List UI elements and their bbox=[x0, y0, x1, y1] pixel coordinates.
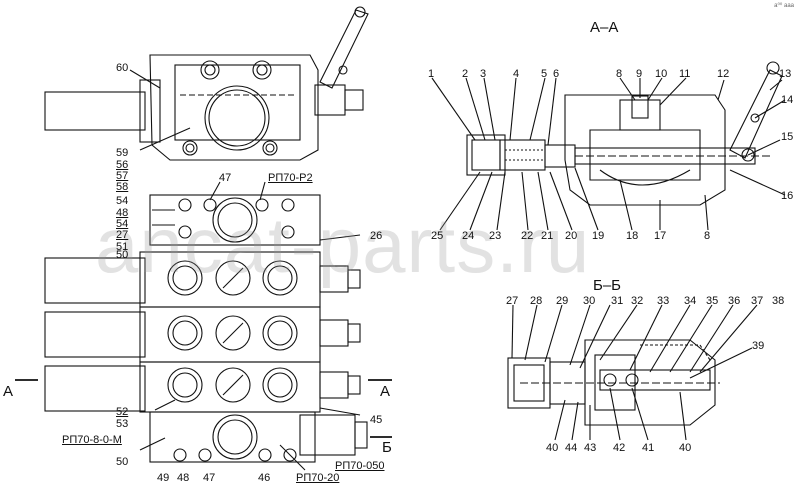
part-label-51: 51 bbox=[116, 241, 129, 253]
code-rp70-20: РП70-20 bbox=[296, 472, 340, 484]
part-label-55: 54 bbox=[116, 218, 129, 230]
part-label-57: 57 bbox=[116, 170, 129, 182]
part-label-39: 39 bbox=[752, 340, 765, 352]
part-label-12: 12 bbox=[717, 68, 730, 80]
part-label-13: 13 bbox=[779, 68, 792, 80]
part-label-31: 31 bbox=[611, 295, 624, 307]
part-label-1: 1 bbox=[428, 68, 435, 80]
part-label-2: 2 bbox=[462, 68, 469, 80]
part-label-8-bottom: 8 bbox=[704, 230, 711, 242]
part-label-60: 60 bbox=[116, 62, 129, 74]
part-label-16: 16 bbox=[781, 190, 794, 202]
part-label-9: 9 bbox=[636, 68, 643, 80]
part-label-42: 42 bbox=[613, 442, 626, 454]
section-title-aa: А–А bbox=[590, 19, 619, 36]
part-label-54: 54 bbox=[116, 195, 129, 207]
part-label-40-right: 40 bbox=[679, 442, 692, 454]
part-label-36: 36 bbox=[728, 295, 741, 307]
code-rp70-050: РП70-050 bbox=[335, 460, 385, 472]
part-label-32: 32 bbox=[631, 295, 644, 307]
part-label-25: 25 bbox=[431, 230, 444, 242]
part-label-59: 59 bbox=[116, 147, 129, 159]
part-label-10: 10 bbox=[655, 68, 668, 80]
part-label-11: 11 bbox=[679, 68, 691, 80]
part-label-22: 22 bbox=[521, 230, 534, 242]
part-label-48-bottom: 48 bbox=[177, 472, 190, 484]
part-label-45: 45 bbox=[370, 414, 383, 426]
part-label-27-bb: 27 bbox=[506, 295, 519, 307]
corner-mark: а⁰⁰ ааа bbox=[774, 3, 794, 9]
part-label-56: 56 bbox=[116, 159, 129, 171]
section-bb-drawing bbox=[507, 304, 758, 441]
part-label-47-bottom: 47 bbox=[203, 472, 216, 484]
part-label-44: 44 bbox=[565, 442, 578, 454]
section-aa-drawing bbox=[431, 61, 786, 231]
part-label-6: 6 bbox=[553, 68, 560, 80]
part-label-34: 34 bbox=[684, 295, 697, 307]
code-rp70-p2: РП70-Р2 bbox=[268, 172, 313, 184]
part-label-20: 20 bbox=[565, 230, 578, 242]
part-label-49: 49 bbox=[157, 472, 170, 484]
code-rp70-8: РП70-8-0-М bbox=[62, 434, 122, 446]
section-title-bb: Б–Б bbox=[593, 277, 622, 294]
top-view bbox=[44, 6, 369, 161]
part-label-50-bottom: 50 bbox=[116, 456, 129, 468]
part-label-23: 23 bbox=[489, 230, 502, 242]
part-label-48: 48 bbox=[116, 207, 129, 219]
part-label-21: 21 bbox=[541, 230, 554, 242]
part-label-17: 17 bbox=[654, 230, 667, 242]
part-label-19: 19 bbox=[592, 230, 605, 242]
part-label-15: 15 bbox=[781, 131, 794, 143]
part-label-41: 41 bbox=[642, 442, 655, 454]
part-label-40-left: 40 bbox=[546, 442, 559, 454]
part-label-29: 29 bbox=[556, 295, 569, 307]
part-label-58: 58 bbox=[116, 181, 129, 193]
part-label-27: 27 bbox=[116, 229, 129, 241]
part-label-43: 43 bbox=[584, 442, 597, 454]
watermark-text: ancat-parts.ru bbox=[95, 201, 591, 289]
part-label-46: 46 bbox=[258, 472, 271, 484]
part-label-37: 37 bbox=[751, 295, 764, 307]
part-label-4: 4 bbox=[513, 68, 520, 80]
part-label-33: 33 bbox=[657, 295, 670, 307]
part-label-30: 30 bbox=[583, 295, 596, 307]
part-label-52: 52 bbox=[116, 406, 129, 418]
cut-label-b: Б bbox=[382, 439, 392, 456]
part-label-8-top: 8 bbox=[616, 68, 623, 80]
cut-label-a-right: А bbox=[380, 383, 391, 400]
part-label-35: 35 bbox=[706, 295, 719, 307]
part-label-14: 14 bbox=[781, 94, 794, 106]
part-label-18: 18 bbox=[626, 230, 639, 242]
part-label-38: 38 bbox=[772, 295, 785, 307]
cut-label-a-left: А bbox=[3, 383, 14, 400]
part-label-3: 3 bbox=[480, 68, 487, 80]
part-label-28: 28 bbox=[530, 295, 543, 307]
part-label-50-top: 50 bbox=[116, 249, 129, 261]
part-label-53: 53 bbox=[116, 418, 129, 430]
part-label-26: 26 bbox=[370, 230, 383, 242]
part-label-47-top: 47 bbox=[219, 172, 232, 184]
part-label-24: 24 bbox=[462, 230, 475, 242]
part-label-5: 5 bbox=[541, 68, 548, 80]
front-view bbox=[15, 69, 392, 471]
